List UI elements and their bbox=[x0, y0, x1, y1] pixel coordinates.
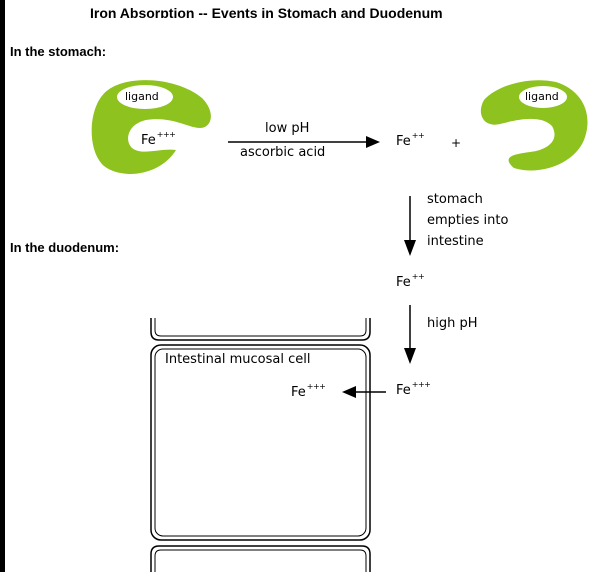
iron-symbol: Fe bbox=[396, 383, 411, 398]
plus-sign: + bbox=[451, 136, 462, 150]
left-ligand-label: ligand bbox=[125, 90, 159, 103]
transition-line-3: intestine bbox=[427, 234, 484, 249]
iron-charge: +++ bbox=[306, 382, 326, 391]
iron-ferric-in-ligand: Fe+++ bbox=[141, 130, 176, 148]
iron-charge: +++ bbox=[411, 380, 431, 389]
iron-ferrous-product: Fe++ bbox=[396, 131, 425, 149]
left-border bbox=[0, 0, 5, 572]
iron-symbol: Fe bbox=[291, 385, 306, 400]
iron-charge: +++ bbox=[156, 130, 176, 139]
mucosal-cell-label: Intestinal mucosal cell bbox=[165, 352, 311, 367]
iron-symbol: Fe bbox=[141, 133, 156, 148]
mucosal-cell-outline bbox=[150, 344, 371, 541]
empties-arrowhead bbox=[404, 240, 416, 256]
highph-arrowhead bbox=[404, 348, 416, 364]
reaction-condition-below: ascorbic acid bbox=[240, 145, 326, 160]
section-heading-duodenum: In the duodenum: bbox=[10, 240, 120, 255]
iron-symbol: Fe bbox=[396, 275, 411, 290]
iron-symbol: Fe bbox=[396, 134, 411, 149]
lower-cell-inner bbox=[154, 549, 367, 572]
page-title: Iron Absorption -- Events in Stomach and… bbox=[90, 6, 443, 18]
uptake-arrowhead bbox=[342, 386, 356, 398]
lower-cell-outline bbox=[150, 545, 371, 572]
iron-charge: ++ bbox=[411, 272, 425, 281]
high-ph-label: high pH bbox=[427, 316, 478, 331]
upper-cell-inner bbox=[154, 318, 367, 337]
iron-charge: ++ bbox=[411, 131, 425, 140]
transition-line-1: stomach bbox=[427, 192, 483, 207]
left-ligand-shape bbox=[91, 80, 211, 174]
iron-ferric-outside-cell: Fe+++ bbox=[396, 380, 431, 398]
transition-line-2: empties into bbox=[427, 213, 509, 228]
right-ligand-label-bubble bbox=[519, 86, 567, 108]
section-heading-stomach: In the stomach: bbox=[10, 44, 107, 59]
reaction-condition-above: low pH bbox=[265, 121, 310, 136]
left-ligand-label-bubble bbox=[117, 85, 173, 109]
right-ligand-label: ligand bbox=[525, 90, 559, 103]
upper-cell-outline bbox=[150, 318, 371, 341]
reaction-arrowhead bbox=[366, 136, 380, 148]
iron-ferric-inside-cell: Fe+++ bbox=[291, 382, 326, 400]
mucosal-cell-inner bbox=[154, 348, 367, 537]
iron-ferrous-duodenum: Fe++ bbox=[396, 272, 425, 290]
